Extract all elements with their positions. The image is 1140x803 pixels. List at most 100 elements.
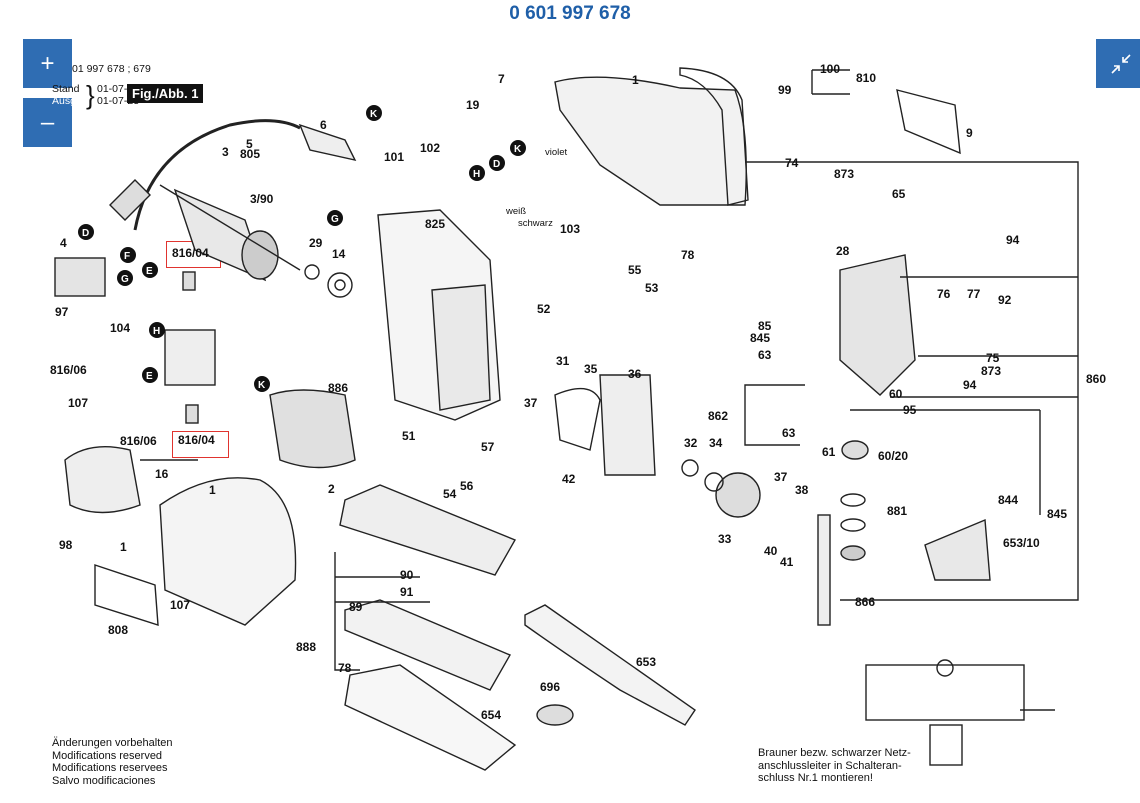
part-label-101: 101: [384, 150, 404, 164]
part-label-816-06: 816/06: [50, 363, 87, 377]
wire-color-schwarz: schwarz: [518, 218, 553, 229]
zoom-in-button[interactable]: +: [23, 39, 72, 88]
part-label-37: 37: [774, 470, 788, 484]
part-label-845: 845: [1047, 507, 1067, 521]
brace: }: [86, 80, 95, 110]
zoom-out-button[interactable]: –: [23, 98, 72, 147]
figure-label: Fig./Abb. 1: [127, 84, 204, 103]
part-label-97: 97: [55, 305, 69, 319]
part-label-808: 808: [108, 623, 128, 637]
part-label-816-04: 816/04: [178, 433, 215, 447]
callout-g: G: [121, 274, 129, 285]
part-label-90: 90: [400, 568, 414, 582]
collapse-arrows-icon: [1110, 53, 1131, 74]
part-label-4: 4: [60, 236, 67, 250]
part-label-886: 886: [328, 381, 348, 395]
wire-color-weiss: weiß: [505, 206, 526, 217]
part-label-653-10: 653/10: [1003, 536, 1040, 550]
part-label-60: 60: [889, 387, 903, 401]
doc-ref: 01 997 678 ; 679: [72, 63, 151, 75]
part-label-92: 92: [998, 293, 1012, 307]
part-label-75: 75: [986, 351, 1000, 365]
part-label-860: 860: [1086, 372, 1106, 386]
part-label-654: 654: [481, 708, 501, 722]
part-label-1: 1: [120, 540, 127, 554]
part-label-40: 40: [764, 544, 778, 558]
part-label-3-90: 3/90: [250, 192, 274, 206]
part-label-99: 99: [778, 83, 792, 97]
stand-label: Stand: [52, 83, 80, 95]
ausgabe-label: Ausgabe: [52, 95, 94, 107]
callout-e: E: [146, 266, 153, 277]
part-label-31: 31: [556, 354, 570, 368]
part-label-3: 3: [222, 145, 229, 159]
part-label-16: 16: [155, 467, 169, 481]
part-label-65: 65: [892, 187, 906, 201]
part-label-866: 866: [855, 595, 875, 609]
part-label-696: 696: [540, 680, 560, 694]
part-label-74: 74: [785, 156, 799, 170]
wire-color-violet: violet: [545, 147, 568, 158]
part-label-41: 41: [780, 555, 794, 569]
part-label-107: 107: [68, 396, 88, 410]
part-label-35: 35: [584, 362, 598, 376]
part-label-100: 100: [820, 62, 840, 76]
part-label-33: 33: [718, 532, 732, 546]
part-label-107: 107: [170, 598, 190, 612]
callout-h: H: [153, 326, 160, 337]
part-label-53: 53: [645, 281, 659, 295]
plus-icon: +: [40, 49, 55, 77]
part-label-63: 63: [782, 426, 796, 440]
part-label-37: 37: [524, 396, 538, 410]
part-label-61: 61: [822, 445, 836, 459]
part-label-91: 91: [400, 585, 414, 599]
callout-d: D: [82, 228, 89, 239]
part-label-873: 873: [834, 167, 854, 181]
part-label-78: 78: [338, 661, 352, 675]
wiring-note: Brauner bezw. schwarzer Netz- anschlussl…: [758, 747, 911, 784]
part-label-102: 102: [420, 141, 440, 155]
part-label-104: 104: [110, 321, 130, 335]
callout-markers: [78, 105, 526, 392]
part-label-28: 28: [836, 244, 850, 258]
part-label-845: 845: [750, 331, 770, 345]
part-label-60-20: 60/20: [878, 449, 908, 463]
part-label-94: 94: [963, 378, 977, 392]
callout-e: E: [146, 371, 153, 382]
part-label-9: 9: [966, 126, 973, 140]
part-label-42: 42: [562, 472, 576, 486]
part-label-38: 38: [795, 483, 809, 497]
stand-date: 01-07-17: [97, 83, 140, 95]
part-label-2: 2: [328, 482, 335, 496]
part-label-52: 52: [537, 302, 551, 316]
part-label-36: 36: [628, 367, 642, 381]
part-label-85: 85: [758, 319, 772, 333]
part-label-76: 76: [937, 287, 951, 301]
part-label-77: 77: [967, 287, 981, 301]
part-label-34: 34: [709, 436, 723, 450]
part-label-94: 94: [1006, 233, 1020, 247]
part-label-14: 14: [332, 247, 346, 261]
part-label-873: 873: [981, 364, 1001, 378]
part-label-888: 888: [296, 640, 316, 654]
callout-g: G: [331, 214, 339, 225]
part-label-63: 63: [758, 348, 772, 362]
callout-f: F: [124, 251, 130, 262]
minus-icon: –: [40, 108, 55, 136]
callout-h: H: [473, 169, 480, 180]
callout-d: D: [493, 159, 500, 170]
fullscreen-button[interactable]: [1096, 39, 1140, 88]
part-label-56: 56: [460, 479, 474, 493]
part-label-881: 881: [887, 504, 907, 518]
callout-k: K: [370, 109, 378, 120]
part-label-810: 810: [856, 71, 876, 85]
part-label-816-04: 816/04: [172, 246, 209, 260]
callout-k: K: [258, 380, 266, 391]
part-label-19: 19: [466, 98, 480, 112]
part-label-862: 862: [708, 409, 728, 423]
highlight-box-bottom: [172, 431, 229, 458]
part-label-32: 32: [684, 436, 698, 450]
part-label-844: 844: [998, 493, 1018, 507]
part-label-6: 6: [320, 118, 327, 132]
part-label-805: 805: [240, 147, 260, 161]
